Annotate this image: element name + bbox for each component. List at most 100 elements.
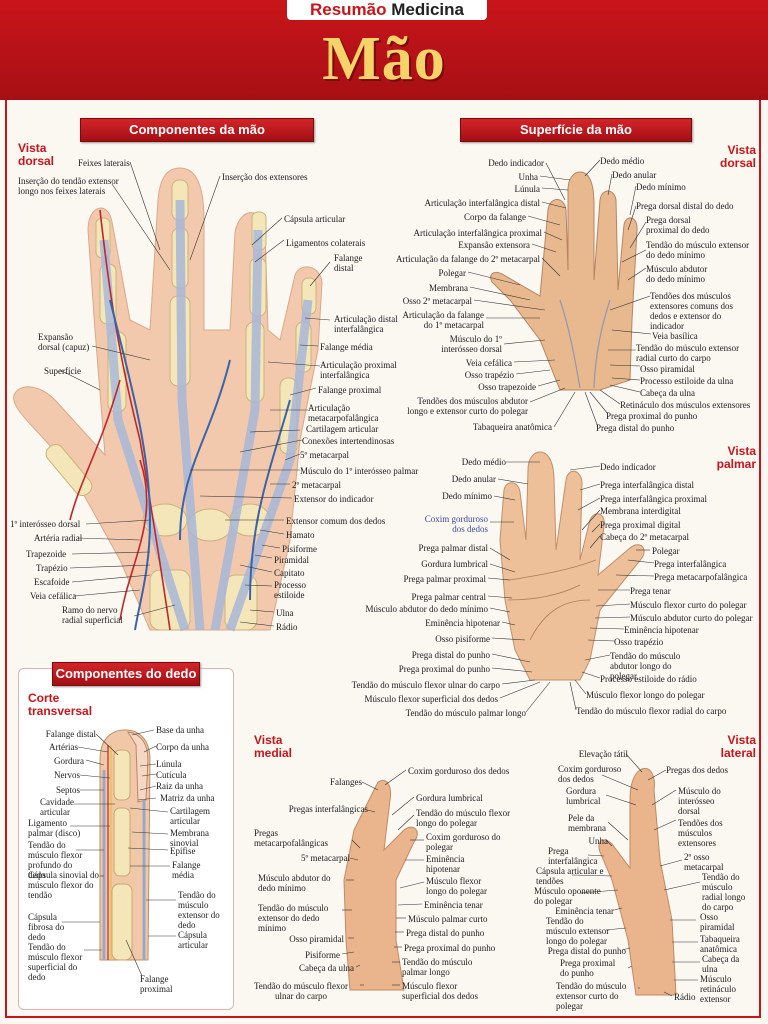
label-lateral-unha: Unha — [588, 836, 609, 846]
label-surface-tabaqueira: Tabaqueira anatômica — [472, 422, 552, 432]
label-surface-cabeca-ulna: Cabeça da ulna — [640, 388, 695, 398]
finger-bones — [111, 749, 133, 961]
label-palmar-osso-trapezio: Osso trapézio — [614, 637, 664, 647]
label-finger-cavidade-articular: Cavidade articular — [40, 797, 74, 817]
page-title: Mão — [322, 25, 446, 93]
label-surface-art-interf-proximal: Articulação interfalângica proximal — [413, 228, 542, 238]
hand-dorsal-vessels — [69, 209, 171, 631]
label-medial-tendao-extensor-minimo: Tendão do músculo extensor do dedo mínim… — [258, 903, 329, 933]
label-finger-septos: Septos — [55, 785, 80, 795]
label-lateral-pele-membrana: Pele da membrana — [568, 813, 606, 833]
label-surface-musculo-1interosseo: Músculo do 1º interósseo dorsal — [441, 334, 502, 354]
view-label-dorsal-right: Vista dorsal — [719, 143, 756, 170]
label-palmar-prega-palmar-central: Prega palmar central — [411, 592, 486, 602]
label-finger-matriz-unha: Matriz da unha — [160, 793, 215, 803]
label-surface-unha: Unha — [518, 172, 539, 182]
hand-medial-leader-lines — [341, 769, 425, 986]
label-lateral-radio: Rádio — [674, 992, 696, 1002]
label-medial-musculo-abdutor-minimo: Músculo abdutor do dedo mínimo — [258, 873, 331, 893]
label-ramo-nervo-radial: Ramo do nervo radial superficial — [62, 605, 123, 625]
label-surface-expansao-extensora: Expansão extensora — [458, 240, 530, 250]
label-finger-capsula-articular: Cápsula articular — [178, 930, 208, 950]
label-5-metacarpal: 5º metacarpal — [300, 450, 350, 460]
label-finger-gordura: Gordura — [54, 756, 84, 766]
view-label-lateral: Vista lateral — [720, 733, 756, 760]
label-palmar-musculo-abdutor-curto: Músculo abdutor curto do polegar — [630, 613, 753, 623]
label-finger-base-unha: Base da unha — [156, 725, 204, 735]
view-label-palmar: Vista palmar — [716, 444, 756, 471]
label-palmar-coxim: Coxim gorduroso dos dedos — [424, 514, 488, 534]
label-lateral-tendao-extensor-longo: Tendão do músculo extensor longo do pole… — [546, 916, 610, 946]
label-surface-dedo-anular: Dedo anular — [612, 170, 657, 180]
label-finger-tendao-extensor: Tendão do músculo extensor do dedo — [178, 890, 220, 930]
label-surface-dedo-indicador: Dedo indicador — [488, 158, 544, 168]
label-falange-distal: Falange distal — [334, 253, 363, 273]
label-veia-cefalica: Veia cefálica — [30, 591, 77, 601]
label-surface-veia-cefalica: Veia cefálica — [465, 358, 512, 368]
label-falange-proximal: Falange proximal — [318, 385, 382, 395]
label-trapezoide: Trapezoide — [26, 549, 67, 559]
label-finger-corpo-unha: Corpo da unha — [156, 742, 209, 752]
label-palmar-dedo-indicador: Dedo indicador — [600, 462, 656, 472]
label-lateral-musculo-interosseo: Músculo do interósseo dorsal — [678, 786, 721, 816]
label-articulacao-distal-interfalangica: Articulação distal interfalângica — [334, 314, 398, 334]
label-palmar-tendao-abdutor-longo: Tendão do músculo abdutor longo do poleg… — [610, 651, 681, 681]
label-lateral-coxim: Coxim gorduroso dos dedos — [558, 764, 622, 784]
label-palmar-prega-proximal-digital: Prega proximal digital — [600, 520, 681, 530]
label-2-metacarpal: 2º metacarpal — [292, 480, 342, 490]
label-medial-pisiforme: Pisiforme — [305, 950, 340, 960]
label-palmar-prega-palmar-distal: Prega palmar distal — [418, 543, 488, 553]
label-surface-tendao-extensor-radial: Tendão do músculo extensor radial curto … — [636, 343, 740, 363]
label-palmar-musculo-abdutor-minimo: Músculo abdutor do dedo mínimo — [365, 604, 489, 614]
label-medial-gordura-lumbrical: Gordura lumbrical — [416, 793, 483, 803]
label-ligamentos-colaterais: Ligamentos colaterais — [286, 238, 366, 248]
label-arteria-radial: Artéria radial — [34, 533, 83, 543]
label-processo-estiloide: Processo estiloide — [274, 580, 306, 600]
label-expansao-dorsal: Expansão dorsal (capuz) — [38, 332, 90, 352]
label-palmar-prega-palmar-proximal: Prega palmar proximal — [403, 574, 486, 584]
label-palmar-osso-pisiforme: Osso pisiforme — [435, 634, 490, 644]
label-lateral-prega-distal-punho: Prega distal do punho — [547, 946, 626, 956]
label-surface-musculo-abdutor-minimo: Músculo abdutor do dedo mínimo — [646, 264, 708, 284]
label-palmar-membrana-interdigital: Membrana interdigital — [600, 506, 681, 516]
label-medial-pregas-mcf: Pregas metacarpofalângicas — [254, 828, 328, 848]
label-surface-prega-distal-punho: Prega distal do punho — [596, 423, 675, 433]
label-surface-osso-2met: Osso 2º metacarpal — [402, 296, 472, 306]
label-lateral-elevacao-tatil: Elevação tátil — [578, 749, 628, 759]
label-extensor-comum-dedos: Extensor comum dos dedos — [286, 516, 386, 526]
label-medial-cabeca-ulna: Cabeça da ulna — [299, 963, 354, 973]
label-medial-tendao-palmar-longo: Tendão do músculo palmar longo — [402, 957, 473, 977]
label-surface-prega-dorsal-distal: Prega dorsal distal do dedo — [636, 201, 734, 211]
label-medial-falanges: Falanges — [330, 777, 362, 787]
hand-palmar-creases — [507, 559, 597, 641]
label-palmar-processo-estiloide-radio: Processo estiloide do rádio — [600, 674, 697, 684]
label-lateral-osso-2met: 2º osso metacarpal — [684, 852, 724, 872]
label-palmar-prega-metacarpofalangica: Prega metacarpofalângica — [654, 572, 748, 582]
label-feixes-laterais: Feixes laterais — [78, 158, 130, 168]
label-finger-membrana-sinovial: Membrana sinovial — [170, 828, 209, 848]
label-medial-coxim-dedos: Coxim gorduroso dos dedos — [408, 766, 510, 776]
label-surface-processo-estiloide-ulna: Processo estiloide da ulna — [640, 376, 734, 386]
hand-dorsal-leader-lines — [59, 161, 331, 627]
label-finger-capsula-sinovial: Cápsula sinovial do músculo flexor do te… — [28, 870, 99, 900]
hand-surface-dorsal-veins — [559, 299, 611, 389]
label-lateral-eminencia-tenar: Eminência tenar — [555, 906, 614, 916]
section-header-components-finger: Componentes do dedo — [52, 662, 200, 686]
label-medial-musculo-flexor-superficial: Músculo flexor superficial dos dedos — [402, 981, 478, 1001]
label-surface-art-falange-1met: Articulação da falange do 1º metacarpal — [402, 310, 484, 330]
label-pisiforme: Pisiforme — [282, 544, 317, 554]
label-finger-tendao-flexor-superficial: Tendão do músculo flexor superficial do … — [28, 942, 83, 982]
label-lateral-tendao-radial-longo: Tendão do músculo radial longo do carpo — [702, 872, 746, 912]
brand-logo: Resumão Medicina — [287, 0, 487, 20]
label-medial-eminencia-hipotenar: Eminência hipotenar — [426, 854, 465, 874]
label-lateral-pregas-dedos: Pregas dos dedos — [666, 765, 728, 775]
label-palmar-gordura-lumbrical: Gordura lumbrical — [421, 559, 488, 569]
label-conexoes-intertendinosas: Conexões intertendinosas — [302, 436, 395, 446]
hand-lateral-leader-lines — [571, 753, 701, 997]
label-surface-dedo-medio: Dedo médio — [600, 156, 645, 166]
label-palmar-tendao-flexor-ulnar: Tendão do músculo flexor ulnar do carpo — [351, 680, 500, 690]
label-finger-raiz-unha: Raiz da unha — [156, 781, 203, 791]
